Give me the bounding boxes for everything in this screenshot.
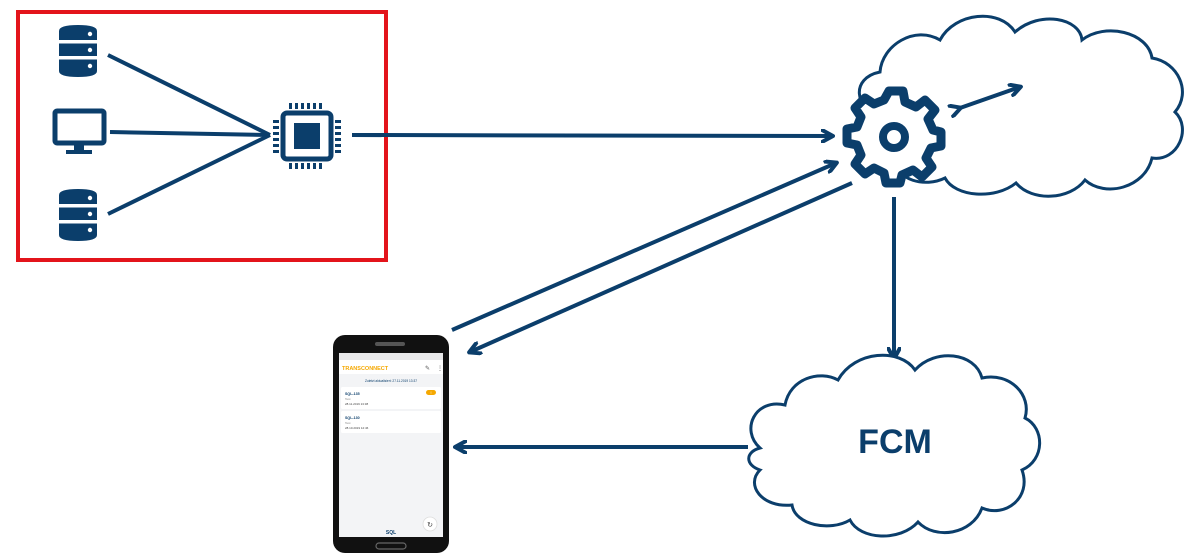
gear-icon — [842, 86, 946, 188]
edit-icon[interactable]: ✎ — [425, 365, 430, 372]
card-subtitle: Test — [345, 421, 351, 425]
list-item[interactable]: SQL-135 Test 28.11.2019 13:38 ! — [341, 387, 441, 409]
phone-screen — [339, 353, 443, 537]
last-updated-text: Zuletzt aktualisiert: 27.11.2019 13:37 — [365, 379, 417, 383]
cloud-icon — [747, 353, 1042, 538]
card-subtitle: Test — [345, 397, 351, 401]
refresh-button[interactable] — [422, 516, 438, 532]
more-menu-icon[interactable]: ⋮ — [437, 366, 443, 372]
monitor-to-chip-line — [109, 130, 271, 137]
refresh-icon: ↻ — [427, 522, 433, 529]
chip-to-server-arrow — [351, 135, 832, 136]
db-bottom-to-chip-line — [107, 133, 271, 216]
database-icon — [59, 25, 97, 77]
monitor-icon — [52, 108, 107, 154]
server-to-phone-arrow — [470, 181, 853, 352]
status-badge-label: ! — [431, 391, 432, 395]
card-title: SQL-130 — [345, 416, 360, 420]
home-button[interactable] — [375, 542, 407, 550]
phone-to-server-arrow — [451, 163, 836, 332]
card-date: 28.10.2019 12:46 — [345, 426, 369, 430]
gear-db-double-arrow — [960, 87, 1020, 108]
database-icon — [59, 189, 97, 241]
phone-app-bar — [339, 360, 443, 374]
list-item[interactable]: SQL-130 Test 28.10.2019 12:46 — [341, 411, 441, 433]
cpu-chip-icon — [273, 103, 341, 169]
card-date: 28.11.2019 13:38 — [345, 402, 368, 406]
footer-logo: SQL — [386, 530, 396, 536]
fcm-label: FCM — [858, 423, 932, 461]
status-badge — [426, 390, 436, 395]
phone-status-bar — [339, 353, 443, 360]
app-title: TRANSCONNECT — [342, 366, 389, 372]
phone-speaker — [375, 342, 405, 346]
db-top-to-chip-line — [107, 53, 271, 137]
smartphone-icon: TRANSCONNECT ✎ ⋮ Zuletzt aktualisiert: 2… — [333, 335, 449, 553]
card-title: SQL-135 — [345, 392, 360, 396]
